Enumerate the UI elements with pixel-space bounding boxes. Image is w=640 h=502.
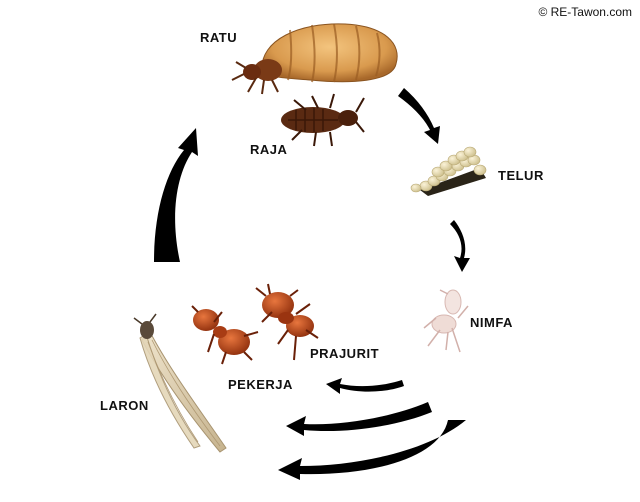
soldier-termite-icon (255, 283, 319, 361)
worker-termite-icon (191, 305, 259, 365)
nymph-icon (423, 289, 469, 353)
stage-label-worker: PEKERJA (228, 377, 293, 392)
stage-label-alate: LARON (100, 398, 149, 413)
queen-termite-icon (231, 23, 398, 95)
cycle-arrow-icon (154, 88, 470, 480)
alate-termite-icon (133, 313, 227, 453)
stage-label-soldier: PRAJURIT (310, 346, 380, 361)
copyright-text: © RE-Tawon.com (538, 5, 632, 19)
stage-label-egg: TELUR (498, 168, 544, 183)
stage-label-king: RAJA (250, 142, 288, 157)
king-termite-icon (281, 93, 365, 147)
egg-cluster-icon (410, 146, 487, 196)
stage-label-queen: RATU (200, 30, 238, 45)
stage-label-nymph: NIMFA (470, 315, 513, 330)
